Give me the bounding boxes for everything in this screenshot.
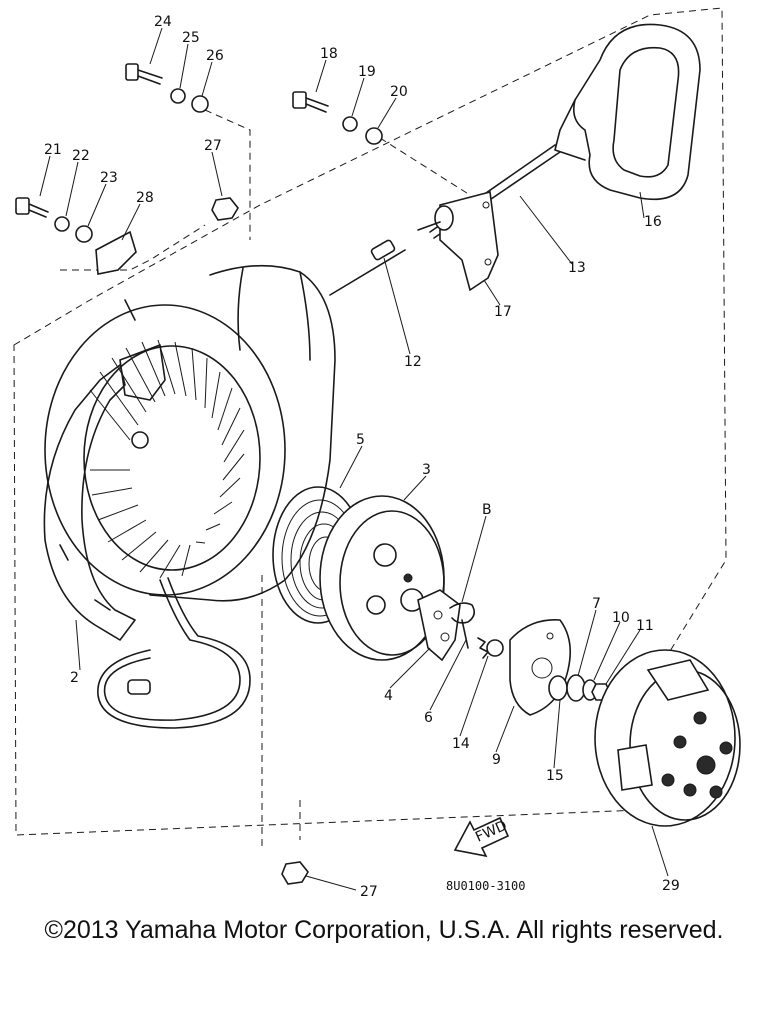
callout-21: 21 — [44, 142, 62, 158]
rope-guide — [417, 190, 499, 292]
part-code: 8U0100-3100 — [446, 879, 525, 893]
parts-diagram: FWD 24 25 26 18 — [13, 7, 741, 900]
nut-27-upper — [211, 197, 239, 221]
callout-27-upper: 27 — [204, 138, 222, 154]
washer-19 — [342, 116, 358, 132]
bolt-21 — [15, 197, 49, 218]
assembly-boundary — [13, 7, 727, 850]
shaft-hardware — [548, 674, 611, 702]
callout-24: 24 — [154, 14, 172, 30]
callout-B: B — [482, 502, 492, 518]
return-spring — [477, 637, 504, 659]
callout-5: 5 — [356, 432, 365, 448]
washer-25 — [170, 88, 186, 104]
callout-2: 2 — [70, 670, 79, 686]
rope-knob — [329, 239, 406, 296]
callout-19: 19 — [358, 64, 376, 80]
callout-3: 3 — [422, 462, 431, 478]
drive-pawl — [417, 589, 461, 662]
washer-20 — [365, 127, 383, 145]
callout-11: 11 — [636, 618, 654, 634]
callout-20: 20 — [390, 84, 408, 100]
callout-18: 18 — [320, 46, 338, 62]
callout-16: 16 — [644, 214, 662, 230]
callout-25: 25 — [182, 30, 200, 46]
callout-14: 14 — [452, 736, 470, 752]
callout-27-lower: 27 — [360, 884, 378, 900]
bolt-18 — [292, 91, 329, 113]
drive-plate — [509, 619, 571, 716]
callout-23: 23 — [100, 170, 118, 186]
drive-pulley — [319, 495, 445, 661]
pawl-spring — [449, 602, 476, 649]
nut-27-lower — [281, 861, 309, 885]
starter-pulley — [594, 649, 741, 827]
callout-22: 22 — [72, 148, 90, 164]
callout-6: 6 — [424, 710, 433, 726]
callout-10: 10 — [612, 610, 630, 626]
callout-13: 13 — [568, 260, 586, 276]
callout-15: 15 — [546, 768, 564, 784]
leader-lines — [39, 27, 669, 891]
starter-case — [44, 264, 336, 602]
plate-28 — [95, 230, 137, 275]
callout-12: 12 — [404, 354, 422, 370]
gasket — [43, 364, 136, 641]
starter-cord — [97, 577, 251, 729]
callout-9: 9 — [492, 752, 501, 768]
washer-22 — [54, 216, 70, 232]
callouts: 24 25 26 18 19 20 27 21 22 23 28 16 13 1… — [44, 14, 680, 900]
callout-26: 26 — [206, 48, 224, 64]
callout-7: 7 — [592, 596, 601, 612]
washer-23 — [75, 225, 93, 243]
callout-4: 4 — [384, 688, 393, 704]
starter-handle — [554, 23, 701, 201]
copyright-notice: ©2013 Yamaha Motor Corporation, U.S.A. A… — [44, 916, 724, 944]
callout-17: 17 — [494, 304, 512, 320]
callout-29: 29 — [662, 878, 680, 894]
bolt-24 — [125, 63, 163, 85]
washer-26 — [191, 95, 209, 113]
callout-28: 28 — [136, 190, 154, 206]
fwd-arrow: FWD — [453, 816, 509, 858]
